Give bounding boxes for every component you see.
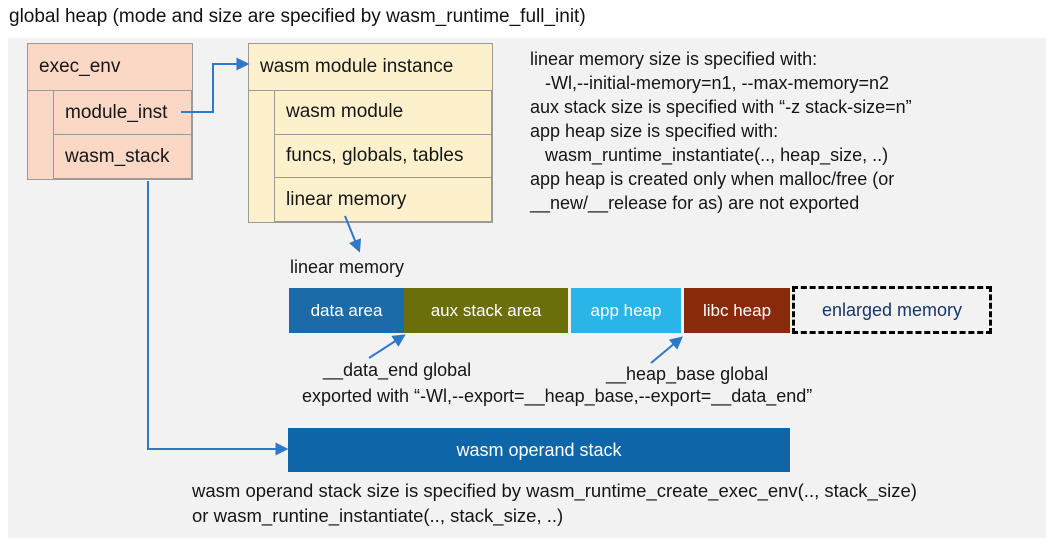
note-line: app heap size is specified with:: [530, 121, 779, 141]
module-row-wasm-module: wasm module: [274, 91, 492, 135]
segment-enlarged-memory: enlarged memory: [792, 286, 992, 334]
linear-memory-bar: data area aux stack area app heap libc h…: [289, 288, 790, 333]
wasm-module-instance-box: wasm module instance wasm module funcs, …: [248, 43, 493, 223]
wasm-module-instance-header: wasm module instance: [249, 44, 492, 91]
note-line: wasm_runtime_instantiate(.., heap_size, …: [545, 145, 889, 165]
note-line: wasm operand stack size is specified by …: [192, 480, 917, 501]
heap-base-global-label: __heap_base global: [606, 364, 769, 384]
exported-with-label: exported with “-Wl,--export=__heap_base,…: [302, 386, 813, 406]
linear-memory-notes: linear memory size is specified with: -W…: [530, 47, 912, 215]
note-line: app heap is created only when malloc/fre…: [530, 169, 895, 189]
exec-env-rows: module_inst wasm_stack: [28, 91, 192, 179]
exec-env-header: exec_env: [28, 44, 192, 91]
segment-libc-heap: libc heap: [684, 288, 790, 333]
note-line: __new/__release for as) are not exported: [530, 193, 860, 213]
module-row-funcs-globals-tables: funcs, globals, tables: [274, 133, 492, 179]
wasm-operand-stack-bar: wasm operand stack: [288, 428, 790, 472]
module-row-linear-memory: linear memory: [274, 177, 492, 223]
diagram-title: global heap (mode and size are specified…: [9, 6, 586, 27]
segment-app-heap: app heap: [571, 288, 681, 333]
note-line: or wasm_runtine_instantiate(.., stack_si…: [192, 505, 564, 526]
note-line: linear memory size is specified with:: [530, 49, 818, 69]
operand-stack-notes: wasm operand stack size is specified by …: [192, 478, 917, 528]
exec-env-box: exec_env module_inst wasm_stack: [27, 43, 193, 180]
segment-data-area: data area: [289, 288, 404, 333]
segment-aux-stack-area: aux stack area: [404, 288, 568, 333]
note-line: aux stack size is specified with “-z sta…: [530, 97, 912, 117]
exec-env-row-module-inst: module_inst: [53, 91, 192, 135]
exec-env-row-wasm-stack: wasm_stack: [53, 134, 192, 179]
note-line: -Wl,--initial-memory=n1, --max-memory=n2: [545, 73, 890, 93]
data-end-global-label: __data_end global: [323, 360, 472, 380]
wasm-module-instance-rows: wasm module funcs, globals, tables linea…: [249, 91, 492, 223]
linear-memory-label: linear memory: [290, 257, 405, 277]
